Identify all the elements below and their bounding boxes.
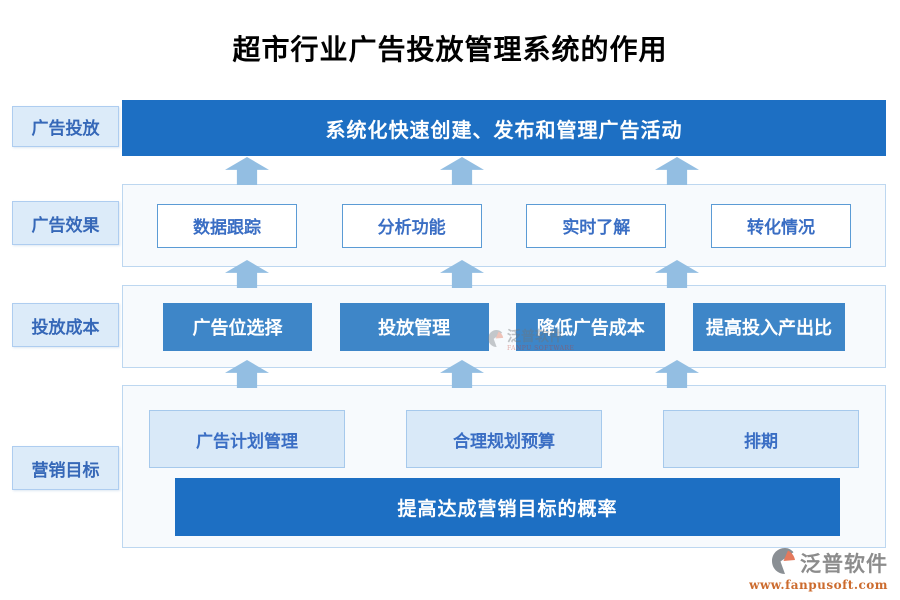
branding: 泛普软件 www.fanpusoft.com — [749, 548, 888, 592]
brand-url[interactable]: www.fanpusoft.com — [749, 578, 888, 592]
side-label-marketing-goal: 营销目标 — [12, 446, 119, 490]
side-label-ad-placement: 广告投放 — [12, 106, 119, 147]
up-arrow-icon — [225, 157, 269, 185]
goal-item-schedule: 排期 — [663, 410, 859, 468]
goal-item-budget: 合理规划预算 — [406, 410, 602, 468]
page-title: 超市行业广告投放管理系统的作用 — [232, 33, 668, 66]
effect-item-realtime: 实时了解 — [526, 203, 667, 248]
up-arrow-icon — [655, 157, 699, 185]
effect-item-data-tracking: 数据跟踪 — [157, 203, 297, 248]
effect-item-analysis: 分析功能 — [341, 203, 482, 248]
cost-row-container: 广告位选择 投放管理 降低广告成本 提高投入产出比 — [122, 285, 886, 368]
effect-item-conversion: 转化情况 — [710, 203, 851, 248]
cost-item-ad-slot: 广告位选择 — [163, 302, 312, 351]
top-result-bar: 系统化快速创建、发布和管理广告活动 — [122, 100, 886, 156]
cost-item-roi: 提高投入产出比 — [692, 302, 845, 351]
up-arrow-icon — [440, 157, 484, 185]
brand-name: 泛普软件 — [800, 551, 888, 576]
effect-row-container: 数据跟踪 分析功能 实时了解 转化情况 — [122, 184, 886, 267]
side-label-placement-cost: 投放成本 — [12, 303, 119, 347]
cost-item-lower-cost: 降低广告成本 — [516, 302, 666, 351]
fanpu-logo-icon — [772, 548, 796, 578]
goal-item-plan-mgmt: 广告计划管理 — [149, 410, 345, 468]
bottom-result-bar: 提高达成营销目标的概率 — [175, 478, 840, 536]
side-label-ad-effect: 广告效果 — [12, 201, 119, 245]
cost-item-placement-mgmt: 投放管理 — [339, 302, 489, 351]
